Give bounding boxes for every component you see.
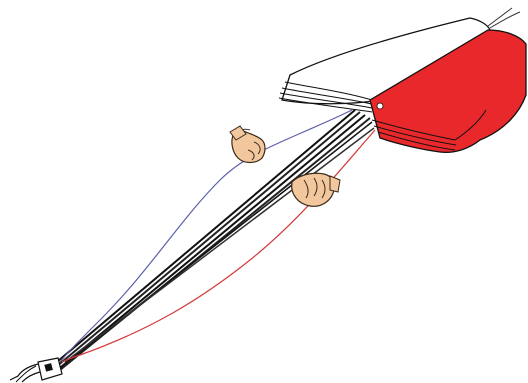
wingtip-line <box>490 12 520 28</box>
wingtip-lines <box>488 8 520 28</box>
bundle-line <box>50 112 360 372</box>
hand-cuff <box>330 176 340 192</box>
hand-icon <box>230 126 265 163</box>
bundle-line <box>65 128 374 362</box>
hand-palm <box>292 173 335 206</box>
bundle-line <box>45 110 355 372</box>
line-bundle <box>45 110 374 372</box>
bundle-line <box>60 118 370 370</box>
wing-grommet-icon <box>377 103 383 109</box>
riser-icon <box>10 358 62 382</box>
hand-icon <box>292 173 340 206</box>
riser-loop <box>10 364 38 380</box>
